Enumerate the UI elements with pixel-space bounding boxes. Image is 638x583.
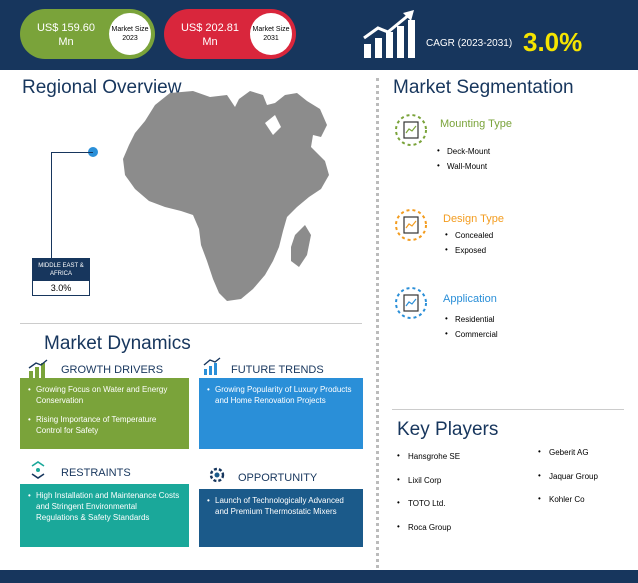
- market-dynamics-title: Market Dynamics: [44, 333, 191, 354]
- cagr-label: CAGR (2023-2031): [426, 38, 513, 49]
- market-size-2031-pill: US$ 202.81 Mn Market Size 2031: [164, 9, 296, 59]
- regional-overview-title: Regional Overview: [22, 77, 182, 98]
- restraints-icon: [31, 461, 45, 479]
- restraints-box: High Installation and Maintenance Costs …: [20, 484, 189, 547]
- list-item: Rising Importance of Temperature Control…: [28, 414, 181, 436]
- list-item: Lixil Corp: [397, 475, 460, 500]
- list-item: Growing Focus on Water and Energy Conser…: [28, 384, 181, 406]
- list-item: Hansgrohe SE: [397, 451, 460, 476]
- opportunity-title: OPPORTUNITY: [238, 472, 318, 484]
- future-trends-title: FUTURE TRENDS: [231, 364, 324, 376]
- market-size-2023-label: Market Size 2023: [109, 13, 151, 55]
- application-icon: [395, 287, 427, 319]
- mounting-type-icon: [395, 114, 427, 146]
- region-label: MIDDLE EAST & AFRICA: [33, 259, 89, 281]
- list-item: High Installation and Maintenance Costs …: [28, 490, 181, 523]
- list-item: Jaquar Group: [538, 471, 598, 496]
- design-type-list: Concealed Exposed: [445, 230, 493, 261]
- vertical-divider: [376, 78, 379, 568]
- region-pin-dot: [88, 147, 98, 157]
- design-type-title: Design Type: [443, 213, 504, 225]
- footer-bar: [0, 570, 638, 583]
- market-segmentation-title: Market Segmentation: [393, 77, 574, 98]
- list-item: Roca Group: [397, 522, 460, 547]
- market-size-2023-pill: US$ 159.60 Mn Market Size 2023: [20, 9, 155, 59]
- restraints-title: RESTRAINTS: [61, 467, 131, 479]
- cagr-value: 3.0%: [523, 27, 583, 57]
- growth-drivers-box: Growing Focus on Water and Energy Conser…: [20, 378, 189, 449]
- key-players-col1: Hansgrohe SE Lixil Corp TOTO Ltd. Roca G…: [397, 451, 460, 547]
- mounting-type-title: Mounting Type: [440, 118, 512, 130]
- list-item: Concealed: [445, 230, 493, 240]
- list-item: Residential: [445, 314, 498, 324]
- list-item: Commercial: [445, 329, 498, 339]
- growth-drivers-title: GROWTH DRIVERS: [61, 364, 164, 376]
- key-players-title: Key Players: [397, 419, 499, 440]
- header-bar: US$ 159.60 Mn Market Size 2023 US$ 202.8…: [0, 0, 638, 70]
- future-trends-box: Growing Popularity of Luxury Products an…: [199, 378, 363, 449]
- market-size-2023-value: US$ 159.60 Mn: [36, 22, 96, 48]
- segmentation-divider: [392, 409, 624, 410]
- list-item: Kohler Co: [538, 494, 598, 519]
- opportunity-box: Launch of Technologically Advanced and P…: [199, 489, 363, 547]
- application-title: Application: [443, 293, 497, 305]
- africa-middle-east-map: [123, 91, 329, 301]
- market-size-2031-label: Market Size 2031: [250, 13, 292, 55]
- region-pin-line: [51, 152, 93, 260]
- regional-divider: [20, 323, 362, 324]
- region-callout: MIDDLE EAST & AFRICA 3.0%: [32, 258, 90, 296]
- application-list: Residential Commercial: [445, 314, 498, 345]
- list-item: Wall-Mount: [437, 161, 490, 171]
- growth-drivers-icon: [28, 359, 48, 378]
- market-size-2031-value: US$ 202.81 Mn: [180, 22, 240, 48]
- design-type-icon: [395, 209, 427, 241]
- list-item: Growing Popularity of Luxury Products an…: [207, 384, 355, 406]
- growth-chart-icon: [363, 10, 415, 58]
- future-trends-icon: [203, 357, 221, 375]
- list-item: TOTO Ltd.: [397, 498, 460, 523]
- key-players-col2: Geberit AG Jaquar Group Kohler Co: [538, 447, 598, 519]
- mounting-type-list: Deck-Mount Wall-Mount: [437, 146, 490, 177]
- region-value: 3.0%: [33, 281, 89, 295]
- opportunity-gear-icon: [209, 467, 225, 483]
- list-item: Exposed: [445, 245, 493, 255]
- list-item: Deck-Mount: [437, 146, 490, 156]
- list-item: Geberit AG: [538, 447, 598, 472]
- list-item: Launch of Technologically Advanced and P…: [207, 495, 355, 517]
